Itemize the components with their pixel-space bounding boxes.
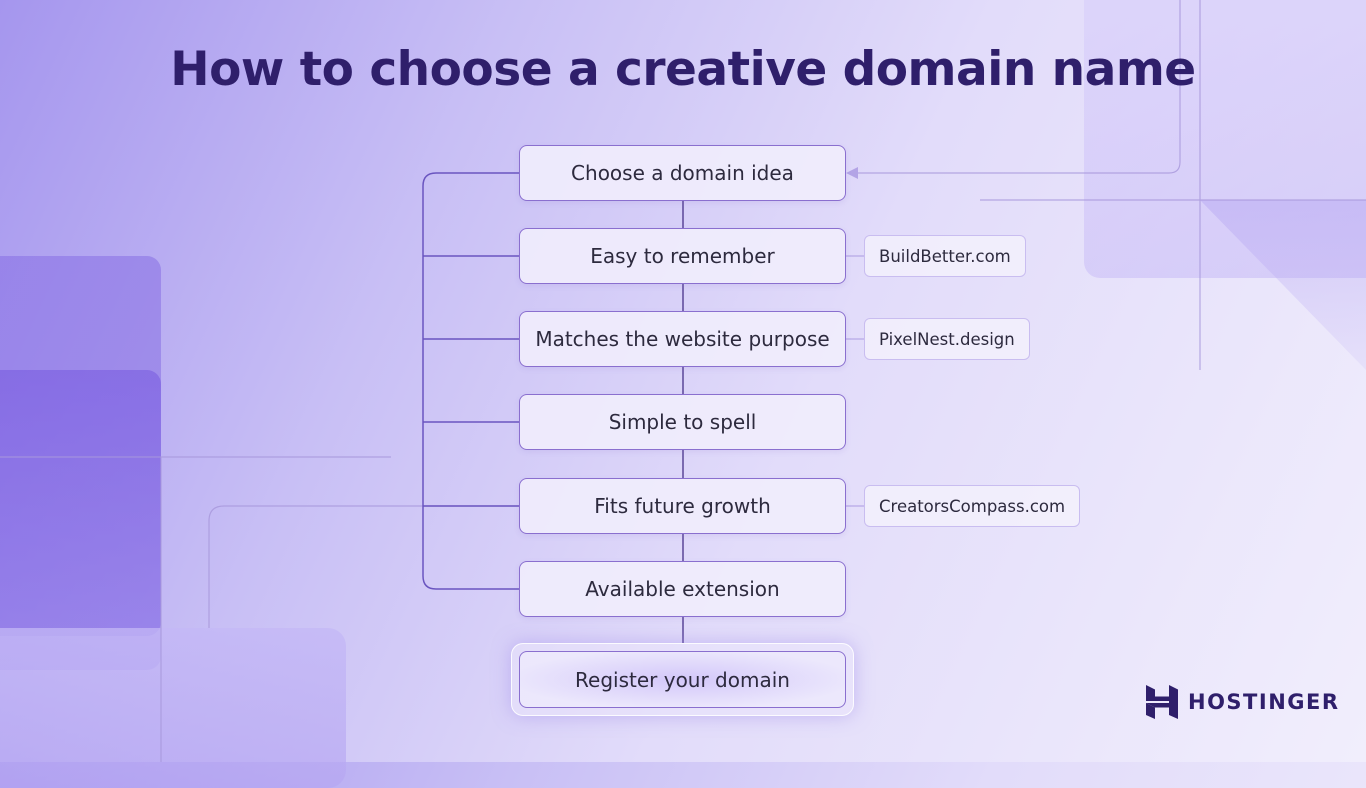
example-buildbetter: BuildBetter.com (864, 235, 1026, 277)
return-arrow-line (856, 0, 1181, 174)
step-available-extension: Available extension (519, 561, 846, 617)
example-pixelnest: PixelNest.design (864, 318, 1030, 360)
return-arrow-head (846, 167, 858, 179)
left-bracket-spine (422, 172, 519, 590)
example-creatorscompass: CreatorsCompass.com (864, 485, 1081, 527)
hostinger-h-logo-icon (1146, 685, 1178, 719)
brand-name: HOSTINGER (1188, 690, 1340, 714)
step-fits-future-growth: Fits future growth (519, 478, 846, 534)
step-easy-to-remember: Easy to remember (519, 228, 846, 284)
brand-logo: HOSTINGER (1146, 684, 1340, 720)
flowchart-connectors (0, 0, 1366, 762)
step-matches-website-purpose: Matches the website purpose (519, 311, 846, 367)
step-simple-to-spell: Simple to spell (519, 394, 846, 450)
step-register-your-domain: Register your domain (519, 651, 846, 708)
decorative-line-to-growth (208, 505, 519, 628)
page-title: How to choose a creative domain name (170, 42, 1196, 97)
step-choose-domain-idea: Choose a domain idea (519, 145, 846, 201)
